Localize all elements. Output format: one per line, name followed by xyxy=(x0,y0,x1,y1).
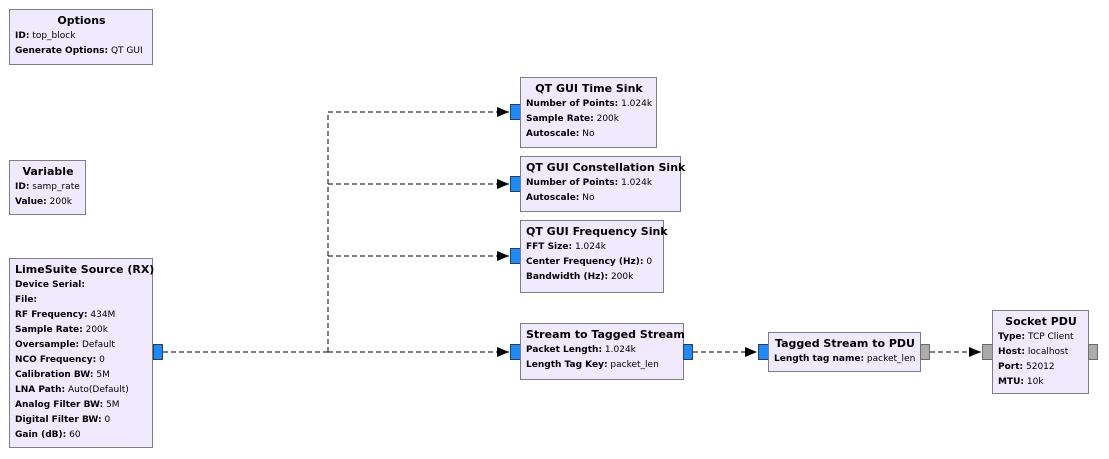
block-title: QT GUI Time Sink xyxy=(535,82,643,95)
block-param: MTU: 10k xyxy=(998,377,1044,387)
block-param: File: xyxy=(15,295,38,305)
frequency-sink-block[interactable]: QT GUI Frequency Sink FFT Size: 1.024k C… xyxy=(520,220,668,293)
block-title: Socket PDU xyxy=(1005,315,1077,328)
block-param: Host: localhost xyxy=(998,347,1069,357)
tagged-stream-to-pdu-block[interactable]: Tagged Stream to PDU Length tag name: pa… xyxy=(768,332,921,372)
block-param: LNA Path: Auto(Default) xyxy=(15,385,129,395)
block-param: FFT Size: 1.024k xyxy=(526,242,606,252)
block-param: NCO Frequency: 0 xyxy=(15,355,105,365)
block-title: QT GUI Frequency Sink xyxy=(526,225,668,238)
block-param: Digital Filter BW: 0 xyxy=(15,415,111,425)
block-param: Sample Rate: 200k xyxy=(526,114,619,124)
socket-pdu-block[interactable]: Socket PDU Type: TCP Client Host: localh… xyxy=(992,310,1089,394)
variable-block[interactable]: Variable ID: samp_rate Value: 200k xyxy=(9,160,86,215)
constellation-sink-block[interactable]: QT GUI Constellation Sink Number of Poin… xyxy=(520,156,686,212)
time-sink-block[interactable]: QT GUI Time Sink Number of Points: 1.024… xyxy=(520,77,657,148)
block-param: Calibration BW: 5M xyxy=(15,370,110,380)
stream-to-tagged-stream-block[interactable]: Stream to Tagged Stream Packet Length: 1… xyxy=(520,323,685,380)
block-param: Port: 52012 xyxy=(998,362,1055,372)
block-param: Number of Points: 1.024k xyxy=(526,178,653,188)
socket-pdu-message-output-port[interactable] xyxy=(1088,344,1098,360)
block-param: Number of Points: 1.024k xyxy=(526,99,653,109)
limesuite-output-port[interactable] xyxy=(153,344,163,360)
block-param: Autoscale: No xyxy=(526,193,595,203)
block-param: Packet Length: 1.024k xyxy=(526,345,636,355)
block-title: Stream to Tagged Stream xyxy=(526,328,685,341)
block-param: RF Frequency: 434M xyxy=(15,310,116,320)
block-param: Value: 200k xyxy=(15,197,73,207)
block-title: Options xyxy=(57,14,106,27)
block-title: LimeSuite Source (RX) xyxy=(15,263,155,276)
block-title: Tagged Stream to PDU xyxy=(775,337,915,350)
block-title: Variable xyxy=(22,165,74,178)
block-param: Gain (dB): 60 xyxy=(15,430,81,440)
options-block[interactable]: Options ID: top_block Generate Options: … xyxy=(9,9,153,65)
block-param: Center Frequency (Hz): 0 xyxy=(526,257,653,267)
block-param: Oversample: Default xyxy=(15,340,115,350)
block-param: Autoscale: No xyxy=(526,129,595,139)
limesuite-source-block[interactable]: LimeSuite Source (RX) Device Serial: Fil… xyxy=(9,258,155,448)
block-param: Type: TCP Client xyxy=(998,332,1074,342)
block-param: Length tag name: packet_len xyxy=(774,354,916,364)
block-param: Length Tag Key: packet_len xyxy=(526,360,659,370)
block-param: Analog Filter BW: 5M xyxy=(15,400,120,410)
block-param: Generate Options: QT GUI xyxy=(15,46,143,56)
block-param: Device Serial: xyxy=(15,280,85,290)
block-param: ID: top_block xyxy=(15,31,76,41)
s2ts-output-port[interactable] xyxy=(683,344,693,360)
block-title: QT GUI Constellation Sink xyxy=(526,161,686,174)
block-param: Bandwidth (Hz): 200k xyxy=(526,272,634,282)
block-param: ID: samp_rate xyxy=(15,182,80,192)
block-param: Sample Rate: 200k xyxy=(15,325,108,335)
ts2pdu-message-output-port[interactable] xyxy=(920,344,930,360)
